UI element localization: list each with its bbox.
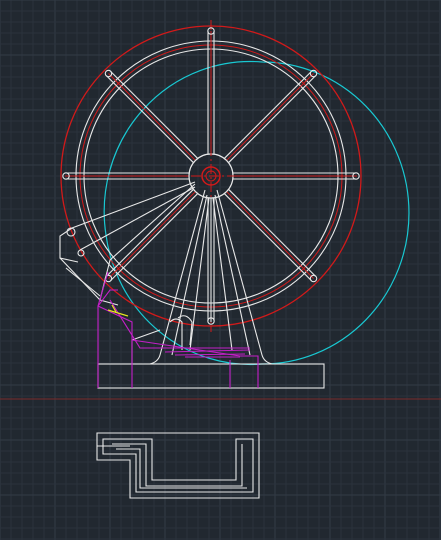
- plan-view-profile: [96, 432, 260, 499]
- spoke-centerline: [108, 191, 196, 279]
- spoke-edge: [105, 75, 194, 163]
- spoke-node: [207, 27, 215, 35]
- spoke-edge: [228, 75, 317, 163]
- spoke-edge: [105, 189, 194, 277]
- spoke-centerline: [108, 73, 196, 161]
- magenta-bracket: [97, 271, 259, 388]
- spoke-edge: [224, 193, 312, 282]
- spoke-node: [352, 172, 360, 180]
- yellow-marker: [107, 304, 129, 317]
- spoke-node: [309, 69, 318, 78]
- spoke-centerline: [226, 191, 314, 279]
- spoke-node: [104, 69, 113, 78]
- spoke-edge: [110, 193, 198, 282]
- spoke-node: [62, 172, 70, 180]
- spoke-edge: [224, 70, 312, 159]
- spoke-centerline: [226, 73, 314, 161]
- spoke-node: [309, 274, 318, 283]
- spoke-edge: [110, 70, 198, 159]
- spoke-edge: [228, 189, 317, 277]
